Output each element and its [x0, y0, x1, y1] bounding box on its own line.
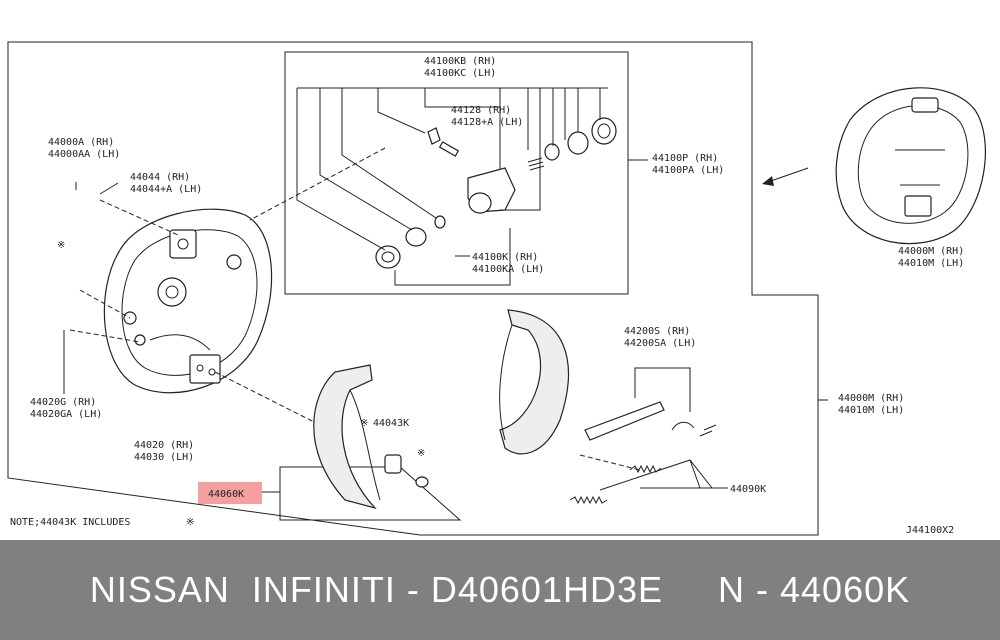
label-44200sa: 44200SA (LH)	[624, 338, 696, 349]
label-44043k: 44043K	[373, 418, 409, 429]
label-44000a: 44000A (RH)	[48, 137, 114, 148]
label-44100kc: 44100KC (LH)	[424, 68, 496, 79]
label-44100p: 44100P (RH)	[652, 153, 718, 164]
asterisk-washer: ※	[417, 448, 425, 459]
asterisk-hold-down: ※	[360, 418, 368, 429]
note-asterisk: ※	[186, 517, 194, 528]
footer-bar: NISSAN INFINITI - D40601HD3E N - 44060K	[0, 540, 1000, 640]
hold-down-parts	[384, 454, 429, 488]
label-44200s: 44200S (RH)	[624, 326, 690, 337]
label-44100k: 44100K (RH)	[472, 252, 538, 263]
label-44000m: 44000M (RH)	[838, 393, 904, 404]
label-44100ka: 44100KA (LH)	[472, 264, 544, 275]
label-44044: 44044 (RH)	[130, 172, 190, 183]
label-44020g: 44020G (RH)	[30, 397, 96, 408]
label-44060k[interactable]: 44060K	[208, 489, 244, 500]
wheel-cylinder-inset	[284, 51, 629, 295]
label-44020: 44020 (RH)	[134, 440, 194, 451]
wheel-cylinder-parts	[375, 117, 617, 269]
label-44100pa: 44100PA (LH)	[652, 165, 724, 176]
shoe-set-frame	[279, 466, 462, 521]
brake-shoe-left	[313, 364, 381, 510]
label-44128a: 44128+A (LH)	[451, 117, 523, 128]
label-44100kb: 44100KB (RH)	[424, 56, 496, 67]
asterisk-bolt: ※	[57, 240, 65, 251]
backing-plate-drawing	[103, 208, 273, 394]
diagram-frame	[7, 41, 819, 536]
brake-shoe-right	[499, 309, 569, 455]
diagram-code: J44100X2	[906, 525, 954, 536]
label-44000m-right: 44000M (RH)	[898, 246, 964, 257]
backing-assy-drawing	[835, 87, 986, 245]
note-text: NOTE;44043K INCLUDES	[10, 517, 130, 528]
highlight-44060k	[198, 482, 262, 504]
label-44128: 44128 (RH)	[451, 105, 511, 116]
spring-parts	[569, 459, 714, 505]
footer-part-number: NISSAN INFINITI - D40601HD3E N - 44060K	[89, 569, 911, 610]
label-44010m-right: 44010M (LH)	[898, 258, 964, 269]
label-44010m: 44010M (LH)	[838, 405, 904, 416]
label-44000aa: 44000AA (LH)	[48, 149, 120, 160]
label-44090k: 44090K	[730, 484, 766, 495]
label-44020ga: 44020GA (LH)	[30, 409, 102, 420]
adjuster-parts	[584, 367, 717, 441]
label-44030: 44030 (LH)	[134, 452, 194, 463]
parts-diagram: 44100KB (RH) 44100KC (LH) 44128 (RH) 441…	[7, 41, 986, 536]
label-44044a: 44044+A (LH)	[130, 184, 202, 195]
